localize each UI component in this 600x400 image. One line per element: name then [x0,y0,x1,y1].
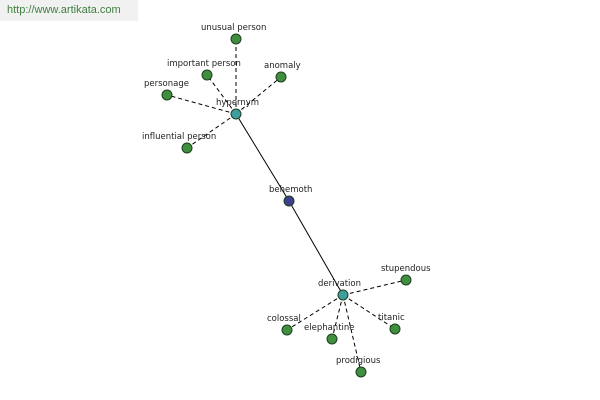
watermark-link[interactable]: http://www.artikata.com [0,0,138,21]
node-label-colossal: colossal [267,314,301,324]
edge-hypernym-anomaly [235,76,282,115]
node-titanic[interactable] [389,323,401,335]
node-label-behemoth: behemoth [269,185,312,195]
node-behemoth[interactable] [283,195,295,207]
edge-derivation-prodigious [342,294,362,373]
node-label-influential-person: influential person [142,132,216,142]
node-label-derivation: derivation [318,279,361,289]
node-label-important-person: important person [167,59,241,69]
node-label-stupendous: stupendous [381,264,431,274]
node-label-anomaly: anomaly [264,61,301,71]
node-anomaly[interactable] [275,71,287,83]
edge-hypernym-personage [166,94,237,115]
node-influential-person[interactable] [181,142,193,154]
node-hypernym[interactable] [230,108,242,120]
node-personage[interactable] [161,89,173,101]
node-label-unusual-person: unusual person [201,23,266,33]
node-label-hypernym: hypernym [216,98,259,108]
edge-hypernym-important-person [206,74,237,115]
edges-layer [166,39,407,373]
edge-behemoth-derivation [288,200,344,296]
edge-behemoth-hypernym [235,113,290,202]
node-unusual-person[interactable] [230,33,242,45]
node-prodigious[interactable] [355,366,367,378]
edge-hypernym-influential-person [186,113,237,149]
node-label-titanic: titanic [378,313,405,323]
node-derivation[interactable] [337,289,349,301]
node-colossal[interactable] [281,324,293,336]
node-label-prodigious: prodigious [336,356,381,366]
node-stupendous[interactable] [400,274,412,286]
node-label-elephantine: elephantine [304,323,355,333]
labels-layer: behemoth hypernym derivation unusual person… [142,23,431,366]
nodes-layer [161,33,412,378]
edge-derivation-elephantine [331,294,344,340]
edge-derivation-stupendous [342,279,407,296]
node-important-person[interactable] [201,69,213,81]
node-label-personage: personage [144,79,189,89]
edge-derivation-titanic [342,294,396,330]
node-elephantine[interactable] [326,333,338,345]
